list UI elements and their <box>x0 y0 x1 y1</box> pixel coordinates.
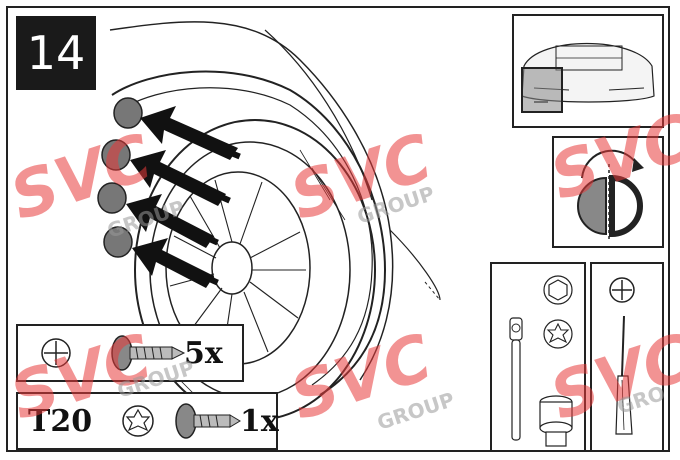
rotation-icon-box <box>552 136 664 248</box>
socket-tools-box <box>490 262 586 452</box>
screw-quantity-2: 1x <box>240 404 279 439</box>
arrow-1 <box>140 106 241 160</box>
arrow-3 <box>126 194 219 248</box>
screw-quantity-1: 5x <box>184 336 223 371</box>
screw-quantity-box-2: T20 1x <box>16 392 279 450</box>
screw-1 <box>113 97 143 129</box>
phillips-screw-icon <box>41 335 186 371</box>
screw-quantity-box-1: 5x <box>16 324 244 382</box>
car-rear-locator-icon <box>521 43 655 113</box>
phillips-icon <box>609 277 635 303</box>
rotate-quarter-turn-icon <box>577 149 644 242</box>
arrow-2 <box>130 150 231 206</box>
torx-bit-icon <box>543 319 573 349</box>
screwdriver-icon <box>609 277 635 435</box>
screw-3 <box>97 182 127 214</box>
screw-4 <box>103 226 133 258</box>
arrow-4 <box>132 238 219 288</box>
torx-screw-icon <box>122 403 241 439</box>
step-number: 14 <box>16 16 96 90</box>
screwdriver-tools-box <box>590 262 664 452</box>
socket-wrench-icon <box>509 275 573 447</box>
car-rear-locator-box <box>512 14 664 128</box>
hex-bit-icon <box>543 275 573 305</box>
torx-size-label: T20 <box>28 404 93 439</box>
screw-2 <box>101 139 131 171</box>
